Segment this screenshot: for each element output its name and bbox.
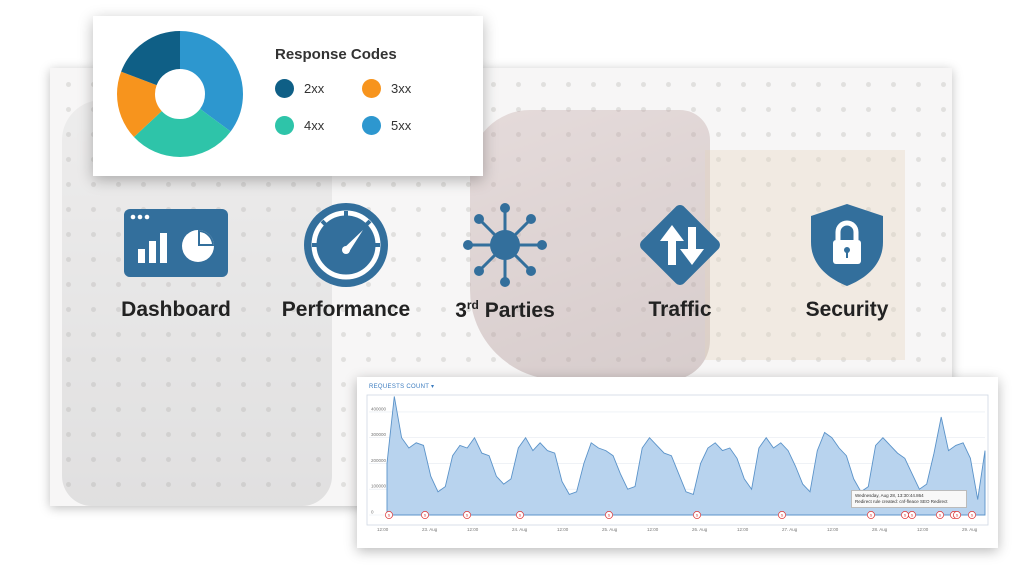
feature-label: Performance — [281, 298, 411, 321]
x-tick-label: 12:00 — [647, 527, 659, 532]
event-marker: S — [953, 511, 961, 519]
tooltip-line: Wednesday, Aug 28, 13:30:44.864 — [855, 493, 924, 498]
response-codes-card: Response Codes 2xx 3xx 4xx 5xx — [93, 16, 483, 176]
donut-slice-2xx — [117, 31, 243, 157]
x-tick-label: 12:00 — [377, 527, 389, 532]
svg-text:S: S — [971, 513, 974, 518]
requests-chart-card: REQUESTS COUNT ▾ 400000 300000 200000 10000… — [357, 377, 998, 548]
svg-text:S: S — [781, 513, 784, 518]
legend-item-4xx: 4xx — [275, 116, 324, 135]
event-marker: S — [968, 511, 976, 519]
event-marker: S — [867, 511, 875, 519]
shield-lock-icon — [767, 200, 927, 290]
legend-label: 2xx — [304, 81, 325, 96]
event-marker: S — [908, 511, 916, 519]
svg-text:S: S — [956, 513, 959, 518]
y-tick-label: 100000 — [371, 484, 387, 489]
x-tick-label: 12:00 — [917, 527, 929, 532]
donut-slice-4xx — [117, 31, 243, 157]
svg-text:S: S — [466, 513, 469, 518]
feature-label: 3rd Parties — [455, 298, 555, 322]
legend-item-3xx: 3xx — [362, 79, 411, 98]
svg-text:S: S — [939, 513, 942, 518]
legend-label: 3xx — [391, 81, 412, 96]
feature-label: Dashboard — [121, 298, 231, 321]
event-marker: S — [605, 511, 613, 519]
svg-text:S: S — [608, 513, 611, 518]
y-tick-label: 0 — [371, 510, 374, 515]
event-marker: S — [385, 511, 393, 519]
network-icon — [425, 200, 585, 290]
x-tick-label: 26. Aug — [692, 527, 708, 532]
y-tick-label: 300000 — [371, 432, 387, 437]
feature-traffic[interactable]: Traffic — [600, 200, 760, 322]
event-marker: S — [421, 511, 429, 519]
svg-text:S: S — [696, 513, 699, 518]
donut-slice-3xx — [117, 31, 243, 157]
legend-dot-icon — [362, 116, 381, 135]
feature-3rd-parties[interactable]: 3rd Parties — [425, 200, 585, 323]
x-tick-label: 25. Aug — [602, 527, 618, 532]
x-tick-label: 12:00 — [557, 527, 569, 532]
speedometer-icon — [266, 200, 426, 290]
x-tick-label: 28. Aug — [872, 527, 888, 532]
legend-dot-icon — [362, 79, 381, 98]
x-tick-label: 23. Aug — [422, 527, 438, 532]
x-tick-label: 29. Aug — [962, 527, 978, 532]
svg-text:S: S — [519, 513, 522, 518]
requests-area — [386, 396, 986, 516]
x-tick-label: 12:00 — [737, 527, 749, 532]
legend-dot-icon — [275, 116, 294, 135]
response-codes-title: Response Codes — [275, 46, 397, 63]
event-marker: S — [936, 511, 944, 519]
legend-item-2xx: 2xx — [275, 79, 324, 98]
svg-text:S: S — [424, 513, 427, 518]
x-tick-label: 24. Aug — [512, 527, 528, 532]
event-marker: S — [516, 511, 524, 519]
traffic-arrows-icon — [600, 200, 760, 290]
event-marker: S — [778, 511, 786, 519]
svg-text:S: S — [870, 513, 873, 518]
tooltip-line: Redirect rule created: cnf-fleace SEO Re… — [855, 499, 948, 504]
legend-label: 4xx — [304, 118, 325, 133]
x-tick-label: 12:00 — [827, 527, 839, 532]
chart-tooltip: Wednesday, Aug 28, 13:30:44.864 Redirect… — [851, 490, 967, 508]
x-tick-label: 27. Aug — [782, 527, 798, 532]
chart-title[interactable]: REQUESTS COUNT ▾ — [369, 384, 435, 390]
legend-label: 5xx — [391, 118, 412, 133]
x-tick-label: 12:00 — [467, 527, 479, 532]
y-tick-label: 200000 — [371, 458, 387, 463]
event-marker: S — [693, 511, 701, 519]
dashboard-icon — [96, 200, 256, 290]
feature-dashboard[interactable]: Dashboard — [96, 200, 256, 322]
feature-label: Traffic — [648, 298, 712, 321]
svg-text:S: S — [388, 513, 391, 518]
legend-item-5xx: 5xx — [362, 116, 411, 135]
svg-text:S: S — [911, 513, 914, 518]
response-codes-donut — [117, 31, 243, 157]
feature-security[interactable]: Security — [767, 200, 927, 322]
y-tick-label: 400000 — [371, 406, 387, 411]
event-marker: S — [901, 511, 909, 519]
feature-performance[interactable]: Performance — [266, 200, 426, 322]
legend-dot-icon — [275, 79, 294, 98]
event-marker: S — [463, 511, 471, 519]
feature-label: Security — [805, 298, 889, 321]
svg-text:S: S — [904, 513, 907, 518]
